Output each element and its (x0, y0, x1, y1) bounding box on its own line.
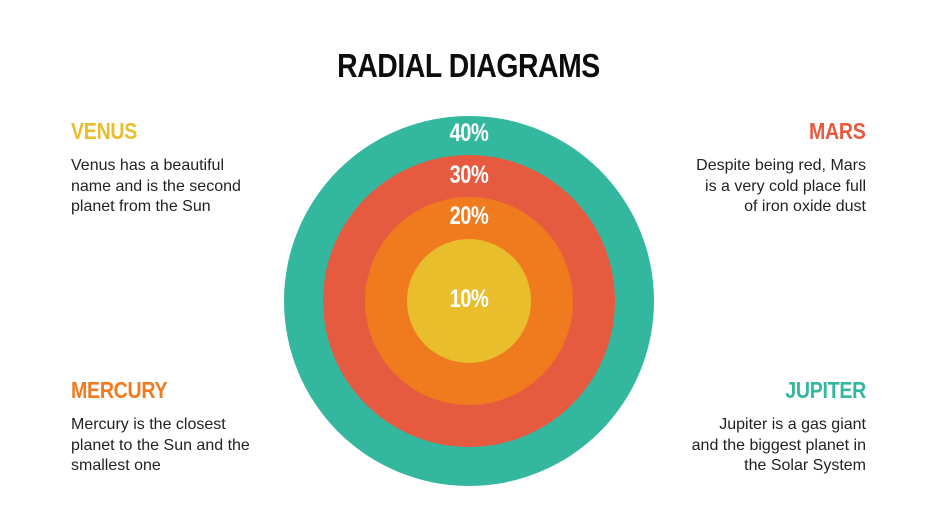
jupiter-description: Jupiter is a gas giant and the biggest p… (646, 415, 866, 477)
ring-outer-40 (284, 116, 654, 486)
venus-heading: VENUS (71, 118, 138, 144)
mercury-description: Mercury is the closest planet to the Sun… (71, 415, 291, 477)
ring-inner-10 (407, 239, 531, 363)
jupiter-desc-line: Jupiter is a gas giant (719, 416, 866, 433)
jupiter-desc-line: and the biggest planet in (691, 436, 866, 454)
venus-block: VENUS Venus has a beautiful name and is … (71, 117, 291, 218)
jupiter-desc-line: the Solar System (744, 457, 866, 474)
mercury-heading: MERCURY (71, 377, 168, 403)
label-40: 40% (449, 119, 489, 147)
mars-desc-line: Despite being red, Mars (696, 157, 866, 174)
label-20: 20% (449, 202, 489, 230)
ring-30 (323, 155, 615, 447)
mars-block: MARS Despite being red, Mars is a very c… (646, 117, 866, 218)
mars-desc-line: of iron oxide dust (744, 198, 866, 215)
label-10: 10% (449, 285, 489, 313)
mercury-block: MERCURY Mercury is the closest planet to… (71, 376, 291, 477)
mars-heading: MARS (809, 118, 866, 144)
label-30: 30% (449, 161, 489, 189)
mercury-desc-line: planet to the Sun and the (71, 436, 250, 454)
venus-desc-line: planet from the Sun (71, 198, 211, 215)
venus-desc-line: name and is the second (71, 177, 241, 195)
mars-description: Despite being red, Mars is a very cold p… (646, 156, 866, 218)
jupiter-heading: JUPITER (785, 377, 866, 403)
mars-desc-line: is a very cold place full (705, 177, 866, 195)
ring-20 (365, 197, 573, 405)
mercury-desc-line: Mercury is the closest (71, 416, 226, 433)
jupiter-block: JUPITER Jupiter is a gas giant and the b… (646, 376, 867, 477)
page-title: RADIAL DIAGRAMS (337, 47, 600, 84)
mercury-desc-line: smallest one (71, 457, 161, 474)
venus-desc-line: Venus has a beautiful (71, 157, 225, 174)
venus-description: Venus has a beautiful name and is the se… (71, 156, 291, 218)
